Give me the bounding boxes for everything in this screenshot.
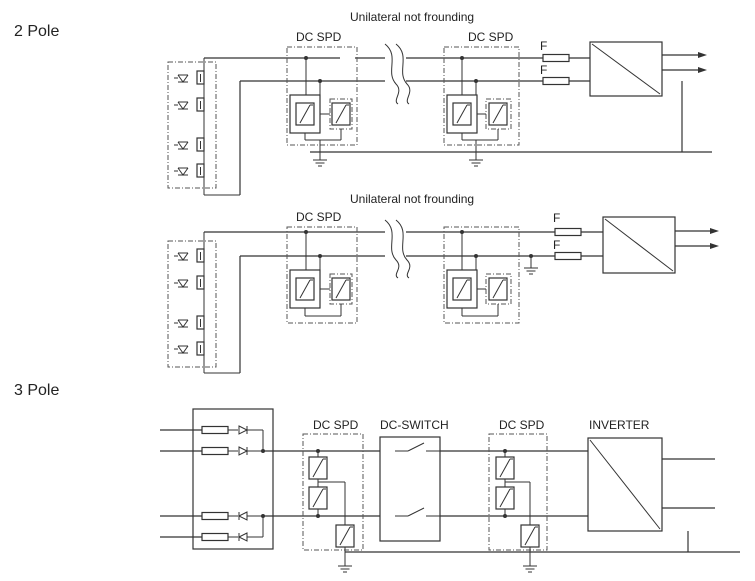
top-fuse-1-icon bbox=[542, 53, 570, 63]
top-caption: Unilateral not frounding bbox=[350, 10, 474, 24]
middle-ground-icon bbox=[523, 267, 539, 275]
top-spd-left bbox=[286, 46, 358, 167]
section-2-pole-title: 2 Pole bbox=[14, 23, 59, 40]
bottom-spd-left-label: DC SPD bbox=[313, 418, 359, 432]
middle-output-arrow-2-icon bbox=[710, 243, 719, 249]
bottom-circuit: DC SPD DC-SWITCH DC SPD INVERTER bbox=[160, 408, 740, 573]
top-fuse-2-icon bbox=[542, 76, 570, 86]
bottom-spd-right bbox=[488, 433, 548, 573]
top-spd-left-label: DC SPD bbox=[296, 30, 342, 44]
middle-spd-right bbox=[443, 226, 520, 324]
middle-spd-left bbox=[286, 226, 358, 324]
top-spd-right-label: DC SPD bbox=[468, 30, 514, 44]
section-3-pole-title: 3 Pole bbox=[14, 382, 59, 399]
bottom-spd-right-label: DC SPD bbox=[499, 418, 545, 432]
middle-output-arrow-1-icon bbox=[710, 228, 719, 234]
middle-pv-array bbox=[167, 232, 240, 374]
middle-spd-left-label: DC SPD bbox=[296, 210, 342, 224]
top-output-arrow-2-icon bbox=[698, 67, 707, 73]
bottom-switch-label: DC-SWITCH bbox=[380, 418, 449, 432]
top-output-arrow-1-icon bbox=[698, 52, 707, 58]
top-circuit: Unilateral not frounding DC SPD DC SPD F… bbox=[167, 10, 712, 196]
bottom-dc-switch bbox=[379, 436, 441, 542]
middle-fuse-2-icon bbox=[554, 251, 582, 261]
middle-circuit: Unilateral not frounding DC SPD F F bbox=[167, 192, 719, 374]
middle-caption: Unilateral not frounding bbox=[350, 192, 474, 206]
top-pv-array bbox=[167, 58, 240, 196]
middle-converter-box bbox=[602, 216, 676, 274]
middle-fuse-1-icon bbox=[554, 227, 582, 237]
middle-line-break-icon bbox=[384, 219, 411, 279]
top-spd-right bbox=[443, 46, 520, 167]
bottom-inverter-label: INVERTER bbox=[589, 418, 650, 432]
top-fuse-label-1: F bbox=[540, 39, 547, 53]
bottom-combiner-box bbox=[160, 408, 274, 550]
top-line-break-icon bbox=[384, 43, 411, 105]
top-fuse-label-2: F bbox=[540, 63, 547, 77]
bottom-inverter-box bbox=[587, 437, 663, 532]
middle-fuse-label-2: F bbox=[553, 238, 560, 252]
middle-fuse-label-1: F bbox=[553, 211, 560, 225]
bottom-spd-left bbox=[302, 433, 364, 573]
top-converter-box bbox=[589, 41, 663, 97]
